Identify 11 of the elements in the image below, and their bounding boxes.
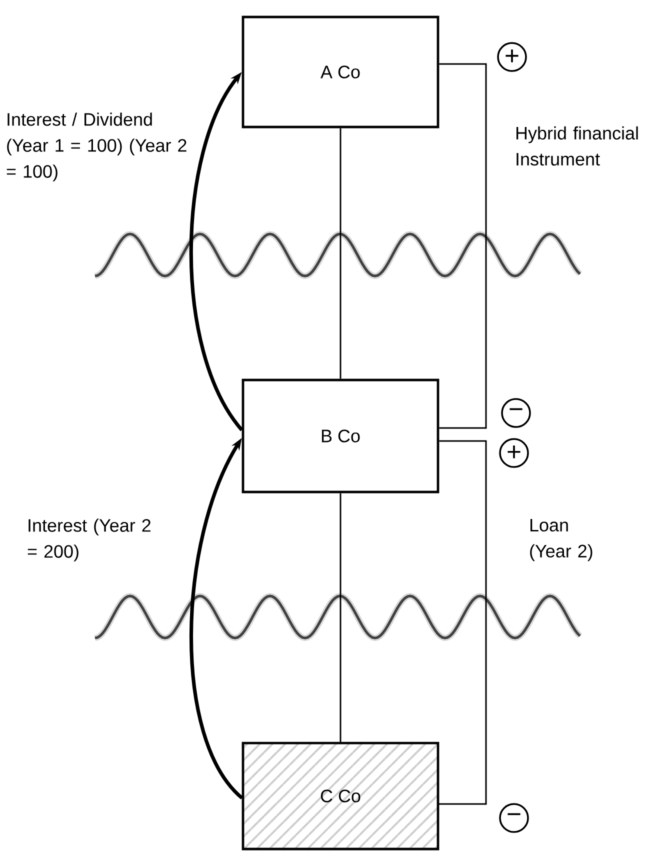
company-box: B Co — [242, 378, 440, 494]
edge-label: Interest / Dividend (Year 1 = 100) (Year 2 = 100) — [6, 112, 186, 182]
connector-line — [439, 440, 487, 805]
edge-label: Hybrid financial Instrument — [516, 126, 638, 166]
hatched-box: C Co — [242, 742, 440, 850]
company-box: A Co — [242, 16, 440, 128]
connector-line — [439, 63, 487, 429]
connector-line — [340, 493, 342, 742]
edge-label: Loan (Year 2) — [530, 518, 592, 562]
connector-line — [340, 128, 342, 379]
edge-label: Interest (Year 2 = 200) — [28, 518, 150, 562]
